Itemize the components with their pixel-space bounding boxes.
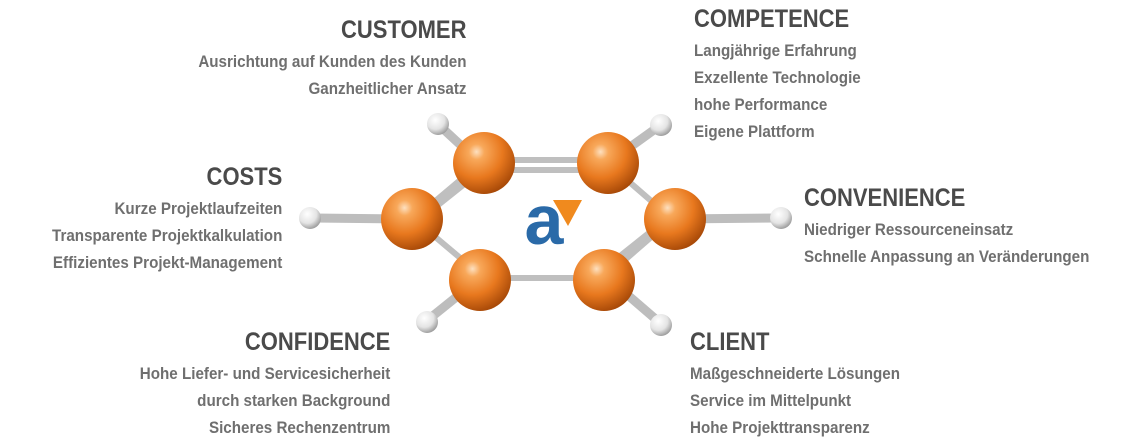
customer-title: CUSTOMER <box>340 16 466 44</box>
hydrogen-atom <box>416 311 438 333</box>
competence-line: Exzellente Technologie <box>694 69 861 87</box>
client-title: CLIENT <box>690 328 770 356</box>
hydrogen-atoms <box>299 113 792 336</box>
carbon-atom <box>573 249 635 311</box>
confidence-block: CONFIDENCE Hohe Liefer- und Servicesiche… <box>118 328 390 442</box>
costs-line: Effizientes Projekt-Management <box>52 254 282 272</box>
competence-line: hohe Performance <box>694 96 828 114</box>
competence-title: COMPETENCE <box>694 5 850 33</box>
customer-line: Ganzheitlicher Ansatz <box>307 80 466 98</box>
client-line: Service im Mittelpunkt <box>690 392 852 410</box>
costs-block: COSTS Kurze Projektlaufzeiten Transparen… <box>32 163 282 277</box>
logo: a <box>525 181 582 259</box>
carbon-atom <box>577 132 639 194</box>
customer-block: CUSTOMER Ausrichtung auf Kunden des Kund… <box>175 16 466 103</box>
carbon-atom <box>453 132 515 194</box>
convenience-line: Schnelle Anpassung an Veränderungen <box>804 248 1090 266</box>
costs-title: COSTS <box>206 163 282 191</box>
confidence-line: Sicheres Rechenzentrum <box>208 419 390 437</box>
confidence-line: durch starken Background <box>196 392 390 410</box>
competence-block: COMPETENCE Langjährige Erfahrung Exzelle… <box>694 5 875 146</box>
client-block: CLIENT Maßgeschneiderte Lösungen Service… <box>690 328 918 442</box>
carbon-atom <box>381 188 443 250</box>
customer-line: Ausrichtung auf Kunden des Kunden <box>197 53 466 71</box>
confidence-line: Hohe Liefer- und Servicesicherheit <box>139 365 390 383</box>
costs-line: Transparente Projektkalkulation <box>51 227 282 245</box>
logo-letter: a <box>525 181 565 259</box>
convenience-block: CONVENIENCE Niedriger Ressourceneinsatz … <box>804 184 1114 271</box>
logo-orange-mark <box>553 200 582 226</box>
confidence-title: CONFIDENCE <box>244 328 390 356</box>
carbon-atom <box>449 249 511 311</box>
hydrogen-atom <box>650 314 672 336</box>
hydrogen-atom <box>650 114 672 136</box>
competence-line: Eigene Plattform <box>694 123 815 141</box>
hydrogen-atom <box>770 207 792 229</box>
carbon-atom <box>644 188 706 250</box>
competence-line: Langjährige Erfahrung <box>694 42 857 60</box>
convenience-title: CONVENIENCE <box>804 184 966 212</box>
client-line: Hohe Projekttransparenz <box>690 419 870 437</box>
hydrogen-atom <box>299 207 321 229</box>
client-line: Maßgeschneiderte Lösungen <box>690 365 901 383</box>
carbon-atoms <box>381 132 706 311</box>
costs-line: Kurze Projektlaufzeiten <box>114 200 282 218</box>
convenience-line: Niedriger Ressourceneinsatz <box>804 221 1014 239</box>
hydrogen-atom <box>427 113 449 135</box>
